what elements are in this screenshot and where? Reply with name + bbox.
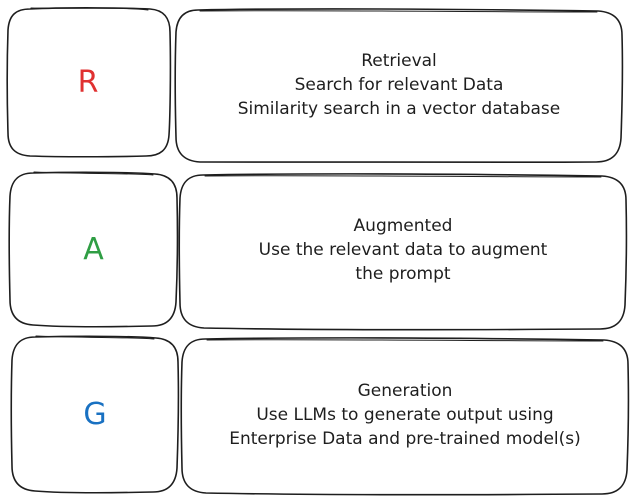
augmented-line-1: Use the relevant data to augment <box>258 240 548 260</box>
letter-a: A <box>83 231 104 267</box>
text-box-r <box>174 8 624 164</box>
letter-box-g <box>10 335 180 494</box>
generation-title: Generation <box>357 381 453 401</box>
retrieval-line-1: Search for relevant Data <box>294 75 504 95</box>
augmented-title: Augmented <box>353 216 453 236</box>
letter-box-r <box>6 7 172 158</box>
retrieval-title: Retrieval <box>361 51 437 71</box>
letter-r: R <box>77 64 99 100</box>
generation-line-1: Use LLMs to generate output using <box>256 405 554 425</box>
retrieval-line-2: Similarity search in a vector database <box>237 99 561 119</box>
text-box-g <box>180 337 630 496</box>
letter-g: G <box>83 397 107 432</box>
generation-description: Generation Use LLMs to generate output u… <box>182 339 628 491</box>
generation-line-2: Enterprise Data and pre-trained model(s) <box>229 429 581 449</box>
letter-box-a <box>8 171 179 328</box>
text-box-a <box>178 173 628 331</box>
augmented-description: Augmented Use the relevant data to augme… <box>180 175 626 325</box>
retrieval-description: Retrieval Search for relevant Data Simil… <box>176 10 622 160</box>
augmented-line-2: the prompt <box>355 264 451 284</box>
